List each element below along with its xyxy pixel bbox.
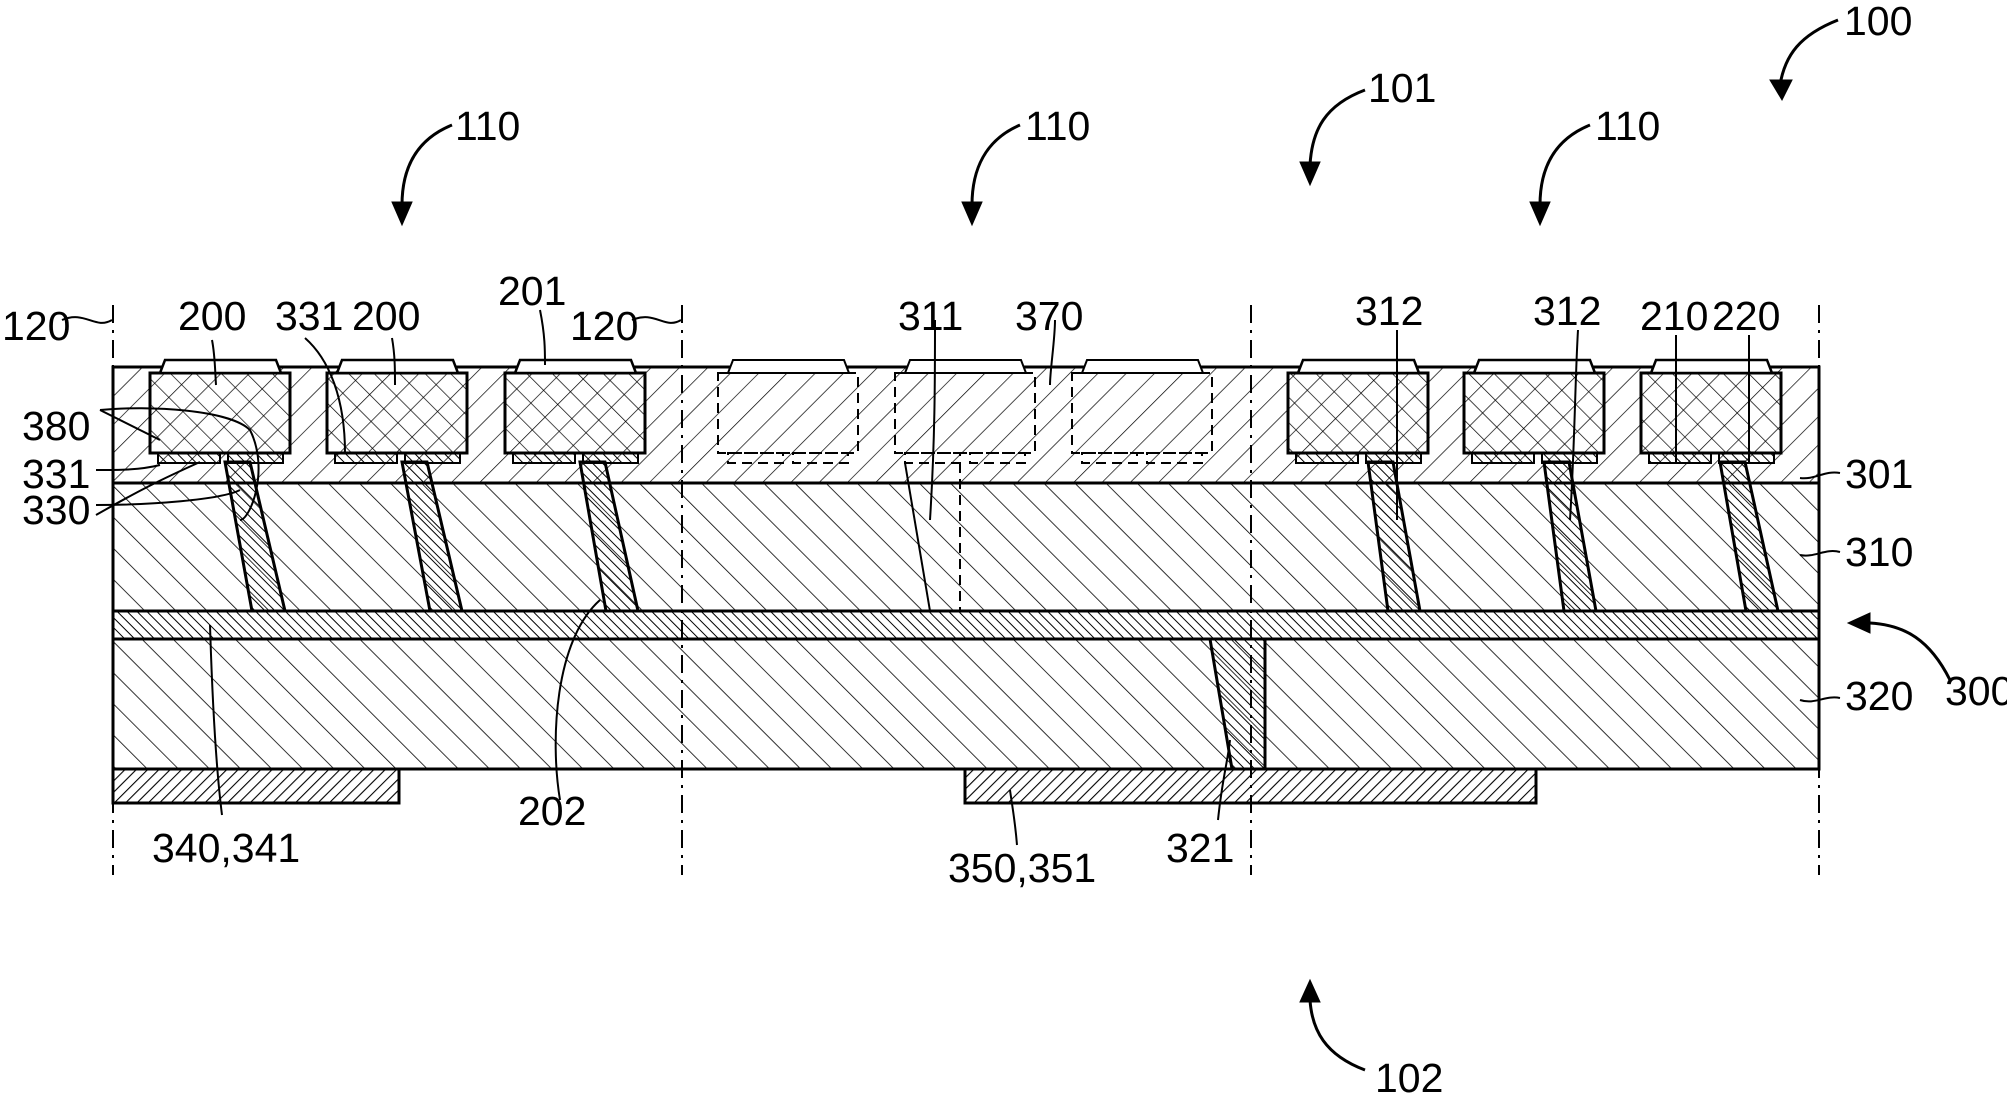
substrate-layer-320: [113, 639, 1819, 769]
label-110-left: 110: [455, 103, 520, 149]
label-312-a: 312: [1355, 288, 1423, 334]
label-120-left: 120: [2, 303, 70, 349]
label-301: 301: [1845, 451, 1913, 497]
label-100: 100: [1844, 0, 1912, 44]
label-110-right: 110: [1595, 103, 1660, 149]
label-200-a: 200: [178, 293, 246, 339]
label-320: 320: [1845, 673, 1913, 719]
label-220: 220: [1712, 293, 1780, 339]
label-310: 310: [1845, 529, 1913, 575]
label-202: 202: [518, 788, 586, 834]
label-201: 201: [498, 268, 566, 314]
label-311: 311: [898, 293, 963, 339]
label-370: 370: [1015, 293, 1083, 339]
label-312-b: 312: [1533, 288, 1601, 334]
label-331-top: 331: [275, 293, 343, 339]
label-210: 210: [1640, 293, 1708, 339]
label-340-341: 340,341: [152, 825, 300, 871]
label-350-351: 350,351: [948, 845, 1096, 891]
label-101: 101: [1368, 65, 1436, 111]
label-380: 380: [22, 403, 90, 449]
label-300: 300: [1945, 668, 2007, 714]
label-102: 102: [1375, 1055, 1443, 1097]
label-110-mid: 110: [1025, 103, 1090, 149]
redistribution-layer: [113, 611, 1819, 639]
die-caps: [160, 360, 1772, 373]
label-200-b: 200: [352, 293, 420, 339]
bottom-pads: [113, 769, 1536, 803]
label-120-mid: 120: [570, 303, 638, 349]
label-330: 330: [22, 487, 90, 533]
label-321: 321: [1166, 825, 1234, 871]
